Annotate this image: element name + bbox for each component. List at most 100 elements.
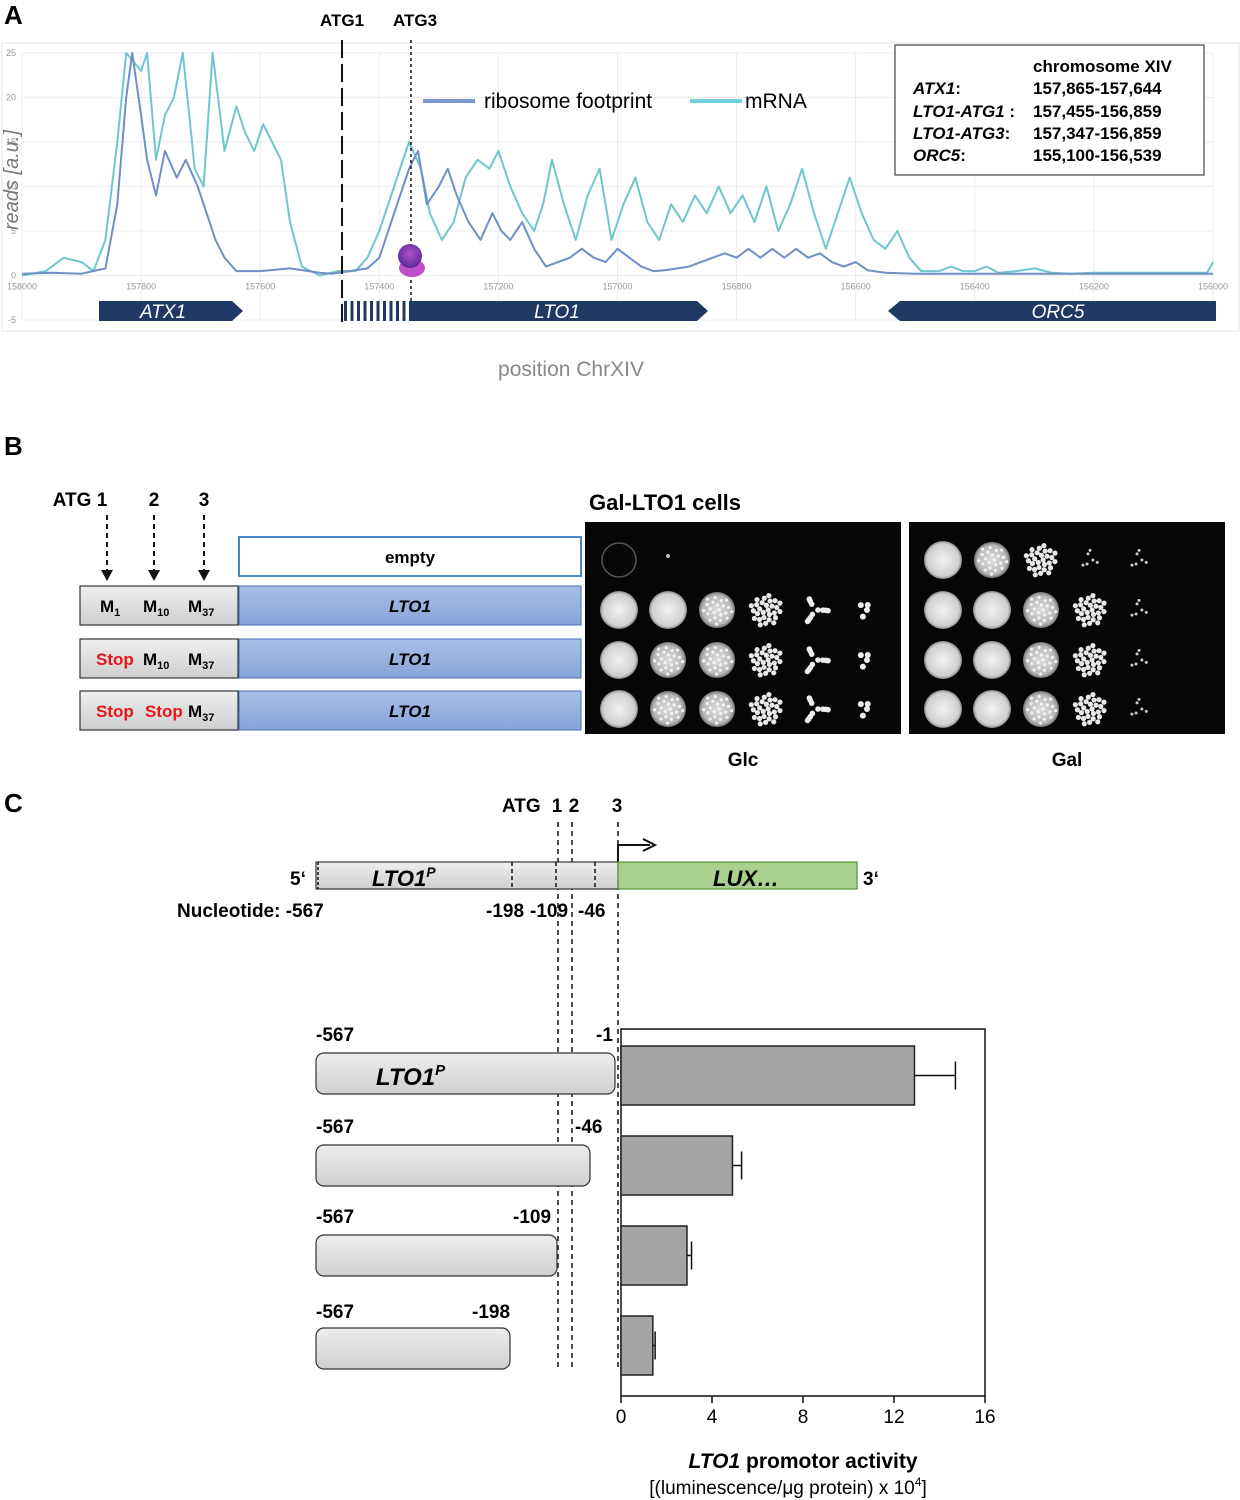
colony-dot bbox=[754, 602, 760, 608]
colony-dot bbox=[1087, 602, 1094, 608]
colony-dot bbox=[1089, 657, 1095, 663]
atg3-b-label: 3 bbox=[199, 490, 210, 511]
colony-dot bbox=[1085, 645, 1091, 651]
colony-dot bbox=[772, 615, 779, 621]
colony-dot bbox=[1032, 706, 1036, 710]
colony-dot bbox=[1075, 615, 1082, 622]
colony-dot bbox=[719, 598, 723, 603]
colony-dot bbox=[719, 648, 723, 653]
colony-dot bbox=[1090, 643, 1096, 649]
colony-dot bbox=[705, 647, 710, 651]
colony-dot bbox=[705, 602, 709, 607]
y-tick-label: 0 bbox=[11, 271, 16, 281]
x-tick-label: 157200 bbox=[483, 282, 513, 292]
colony-dot bbox=[1096, 648, 1102, 654]
colony-dot bbox=[670, 663, 674, 667]
colony-dot bbox=[763, 719, 769, 725]
colony-dot bbox=[1037, 694, 1041, 699]
colony-dot bbox=[1096, 714, 1103, 720]
legend-mrna-label: mRNA bbox=[745, 90, 807, 113]
colony-dot bbox=[1085, 614, 1091, 621]
colony-dot bbox=[663, 661, 667, 665]
hatch-stripe bbox=[344, 301, 347, 321]
colony-dot bbox=[715, 702, 720, 706]
colony-dot bbox=[1039, 603, 1044, 607]
colony-dot bbox=[719, 613, 723, 617]
colony-dot bbox=[761, 595, 767, 601]
colony-dot bbox=[1048, 611, 1052, 615]
hatch-stripe bbox=[376, 301, 380, 321]
colony-dot bbox=[1140, 608, 1144, 612]
colony-dot bbox=[754, 652, 760, 658]
colony-dot bbox=[669, 717, 673, 721]
colony-dot bbox=[1130, 613, 1134, 617]
colony-dot bbox=[702, 659, 706, 663]
colony-dot bbox=[1090, 716, 1096, 722]
colony-spot bbox=[924, 641, 962, 679]
panel-c-label: C bbox=[4, 788, 23, 818]
colony-dot bbox=[1032, 668, 1036, 672]
colony-dot bbox=[1048, 661, 1052, 665]
atg2-b-label: 2 bbox=[149, 490, 160, 511]
colony-dot bbox=[1078, 647, 1084, 653]
colony-dot bbox=[1130, 663, 1134, 667]
colony-dot bbox=[1090, 661, 1097, 668]
colony-dot bbox=[1080, 616, 1087, 623]
colony-dot bbox=[1095, 620, 1101, 626]
colony-dot bbox=[772, 665, 779, 671]
colony-dot bbox=[1081, 672, 1087, 678]
colony-dot bbox=[705, 652, 709, 657]
colony-dot bbox=[1087, 701, 1094, 707]
colony-dot bbox=[761, 645, 767, 651]
colony-dot bbox=[1085, 562, 1089, 566]
colony-dot bbox=[1096, 697, 1102, 703]
construct4-start: -567 bbox=[316, 1302, 354, 1323]
chart-c-xlabel-units: [(luminescence/μg protein) x 104] bbox=[649, 1475, 926, 1499]
colony-dot bbox=[1030, 612, 1034, 616]
colony-dot bbox=[1000, 566, 1004, 570]
colony-dot bbox=[653, 708, 657, 712]
colony-dot bbox=[763, 602, 770, 608]
colony-dot bbox=[769, 603, 775, 609]
colony-dot bbox=[771, 709, 777, 715]
colony-dot bbox=[666, 721, 670, 725]
colony-dot bbox=[1091, 598, 1097, 604]
colony-dot bbox=[1048, 710, 1052, 714]
colony-dot bbox=[1078, 597, 1084, 603]
promoter-label: LTO1P bbox=[372, 864, 436, 891]
colony-dot bbox=[712, 611, 716, 615]
colony-dot bbox=[677, 704, 682, 708]
panel-c-atg-labels: ATG 1 2 3 bbox=[502, 796, 622, 817]
colony-dot bbox=[712, 661, 716, 665]
colony-dot bbox=[1072, 603, 1078, 609]
colony-dot bbox=[756, 616, 763, 623]
colony-dot bbox=[771, 610, 777, 616]
colony-dot bbox=[1140, 658, 1144, 662]
colony-dot bbox=[675, 648, 680, 652]
colony-dot bbox=[1089, 607, 1095, 613]
atg-c-3: 3 bbox=[612, 796, 623, 817]
colony-dot bbox=[1041, 543, 1047, 549]
colony-dot bbox=[994, 563, 998, 567]
colony-dot bbox=[1043, 648, 1047, 653]
atg1-b-label: ATG 1 bbox=[53, 490, 108, 511]
construct2-end: -46 bbox=[575, 1117, 602, 1138]
colony-dot bbox=[681, 660, 685, 664]
chromosome-info-box: chromosome XIV ATX1: 157,865-157,644 LTO… bbox=[894, 44, 1205, 176]
colony-dot bbox=[1091, 697, 1097, 703]
deletion-constructs: -567 -1 LTO1P -567 -46 -567 -109 -567 -1… bbox=[315, 1025, 616, 1370]
colony-dot bbox=[725, 616, 729, 620]
colony-dot bbox=[730, 709, 734, 713]
colony-dot bbox=[767, 648, 773, 654]
colony-dot bbox=[676, 666, 680, 670]
info-range-lto1-atg1: 157,455-156,859 bbox=[1033, 102, 1162, 121]
lto1-bar-label-1: LTO1 bbox=[389, 597, 431, 616]
nuc-tick-109: -109 bbox=[530, 901, 568, 922]
colony-dot bbox=[1037, 715, 1041, 719]
colony-dot bbox=[864, 652, 871, 659]
colony-dot bbox=[675, 661, 679, 665]
colony-dot bbox=[1040, 557, 1046, 563]
construct-m1-m10-m37: M1 M10 M37 LTO1 bbox=[79, 585, 582, 626]
colony-dot bbox=[760, 659, 766, 666]
legend: ribosome footprint mRNA bbox=[423, 90, 807, 113]
